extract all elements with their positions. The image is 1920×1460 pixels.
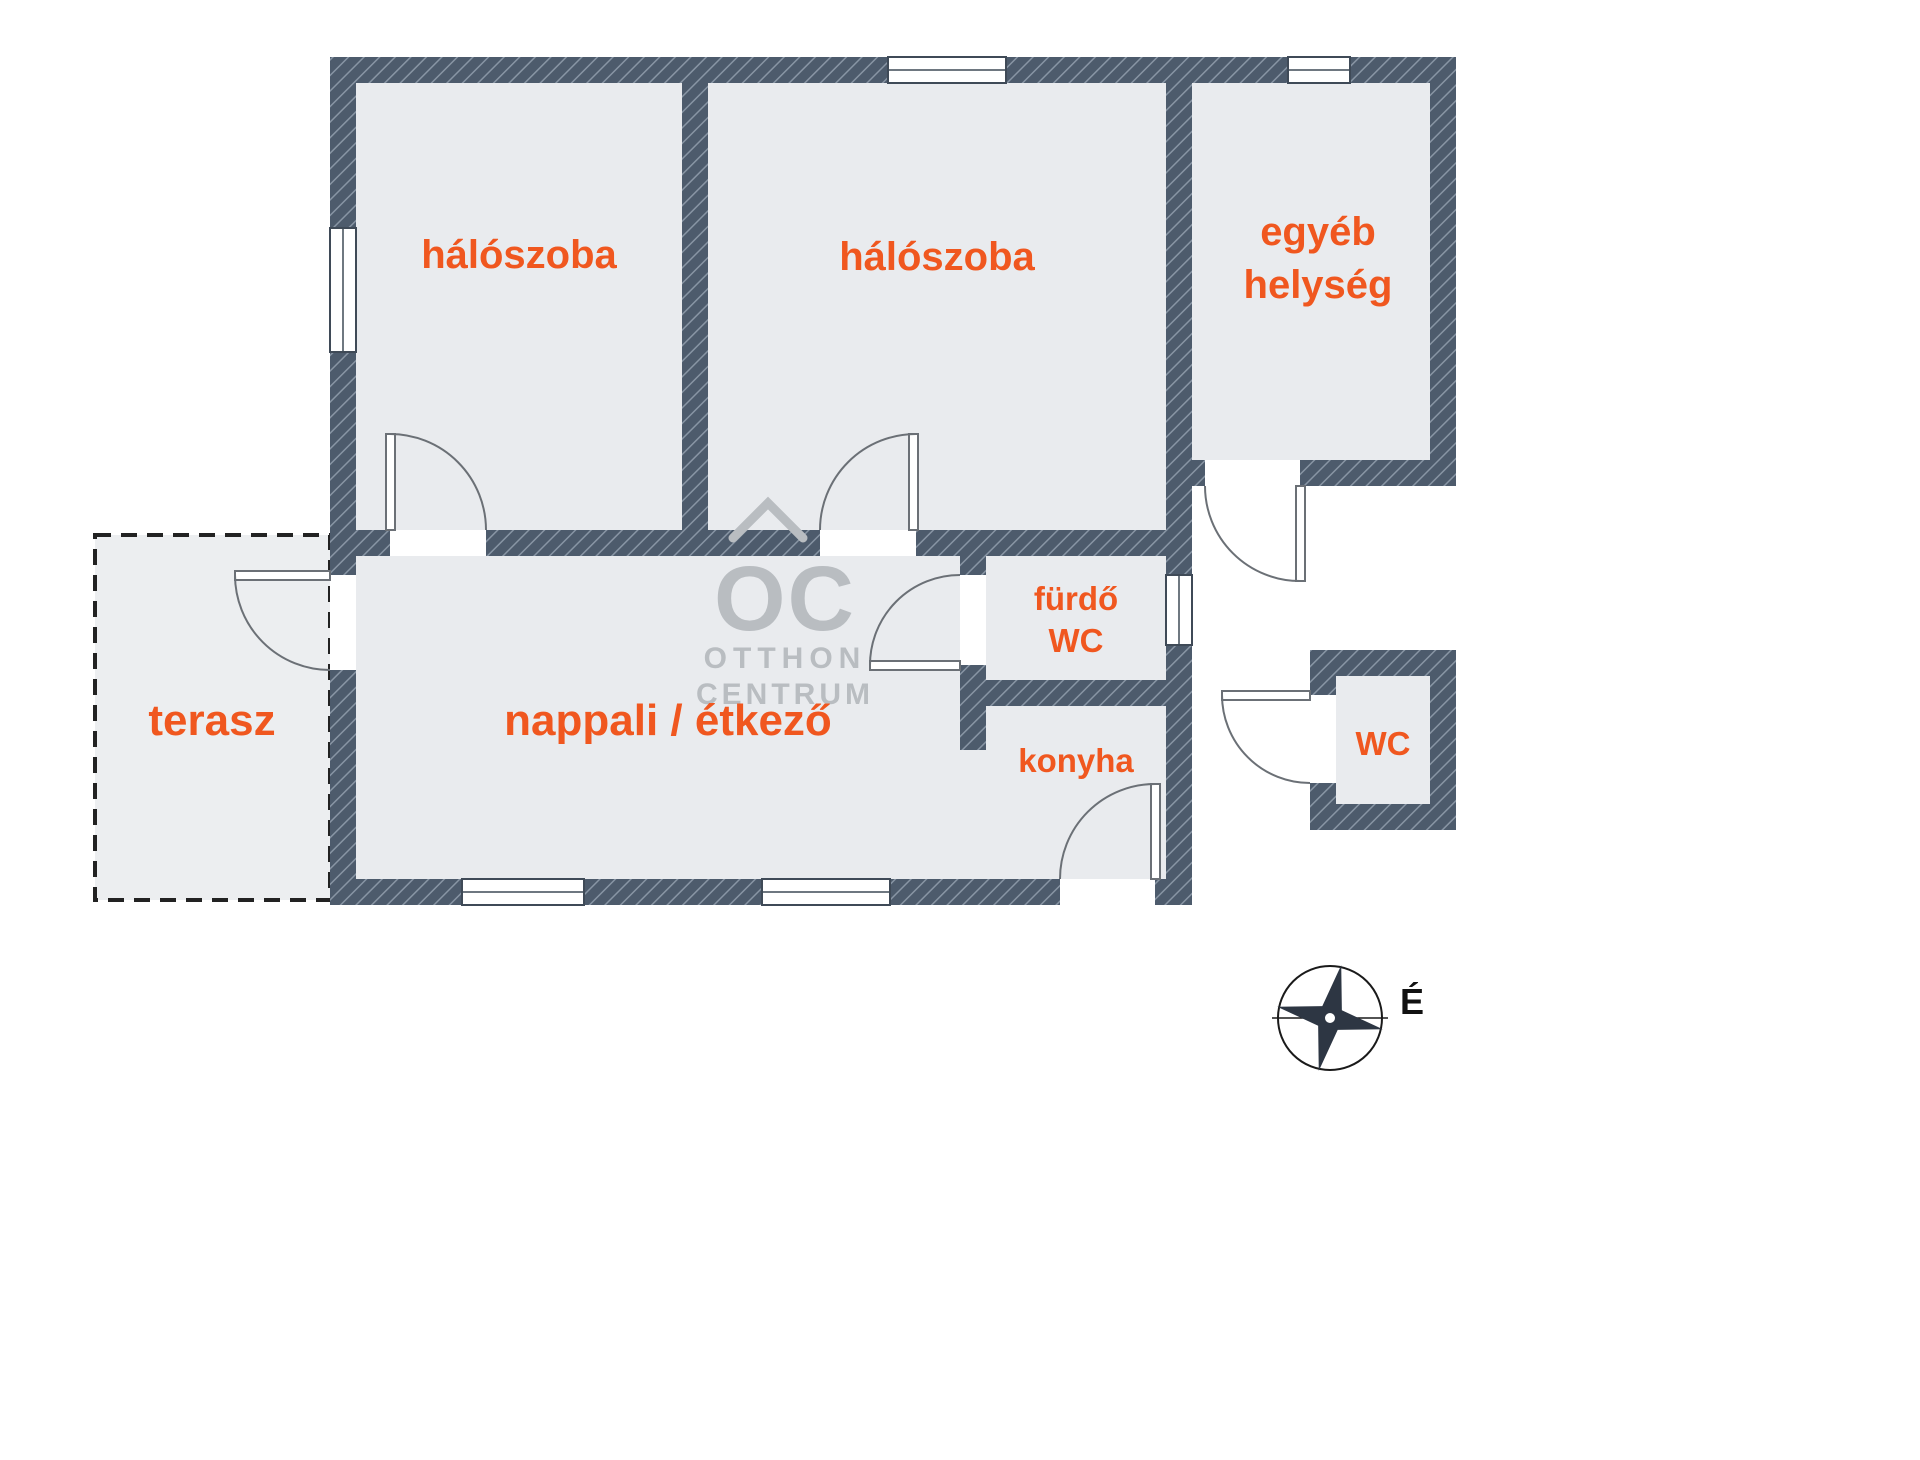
- door-bathroom: [869, 574, 961, 671]
- door-bedroom-1: [385, 433, 487, 531]
- window-bedroom-1: [329, 227, 357, 353]
- label-wc: WC: [1356, 725, 1411, 762]
- door-gap-bathroom: [960, 575, 986, 665]
- room-bathroom: [986, 556, 1166, 680]
- room-floors: [356, 83, 1430, 879]
- logo-line2: CENTRUM: [696, 678, 874, 711]
- north-label: É: [1400, 981, 1424, 1022]
- door-bedroom-2: [819, 433, 919, 531]
- wall-bath-bottom: [960, 680, 1192, 706]
- room-passage: [960, 750, 986, 879]
- door-wc: [1221, 690, 1311, 784]
- window-living-2: [761, 878, 891, 906]
- window-living-1: [461, 878, 585, 906]
- door-gap-bedroom-2: [820, 530, 916, 556]
- label-bedroom-2: hálószoba: [839, 235, 1035, 279]
- door-openings: [330, 460, 1336, 905]
- windows: [329, 56, 1351, 906]
- terrace-area: [93, 533, 332, 902]
- label-terrace: terasz: [148, 696, 275, 745]
- label-bedroom-1: hálószoba: [421, 233, 617, 277]
- door-gap-other: [1205, 460, 1300, 486]
- logo-letters: OC: [714, 548, 856, 650]
- door-gap-kitchen-entry: [1060, 879, 1155, 905]
- wall-wc-right: [1430, 650, 1456, 830]
- watermark: OC OTTHON CENTRUM: [696, 496, 874, 711]
- label-bath-line2: WC: [1049, 622, 1104, 659]
- terrace-outline: [93, 533, 332, 902]
- window-bedroom-2: [887, 56, 1007, 84]
- door-terrace: [234, 570, 331, 671]
- compass-center-dot: [1325, 1013, 1335, 1023]
- room-other: [1192, 83, 1430, 460]
- label-other-line2: helység: [1244, 263, 1393, 307]
- door-kitchen-entry: [1059, 783, 1161, 880]
- room-living-dining: [356, 556, 960, 879]
- compass-circle: [1277, 965, 1383, 1071]
- room-kitchen: [986, 706, 1166, 879]
- room-bedroom-2: [708, 83, 1166, 530]
- wall-left: [330, 57, 356, 905]
- window-other-room: [1287, 56, 1351, 84]
- doors: [234, 433, 1311, 880]
- door-other-room: [1204, 485, 1306, 582]
- logo-roof-icon: [728, 496, 808, 543]
- door-gap-bedroom-1: [390, 530, 486, 556]
- room-wc: [1336, 676, 1430, 804]
- logo-line1: OTTHON: [704, 642, 867, 675]
- room-bedroom-1: [356, 83, 682, 530]
- room-labels: hálószoba hálószoba egyéb helység terasz…: [148, 210, 1410, 779]
- label-living-dining: nappali / étkező: [504, 696, 832, 745]
- door-gap-wc: [1310, 695, 1336, 783]
- door-gap-terrace: [330, 575, 356, 670]
- window-bathroom: [1165, 574, 1193, 646]
- label-kitchen: konyha: [1018, 742, 1134, 779]
- label-other-line1: egyéb: [1260, 210, 1376, 254]
- wall-bedroom-divider: [682, 57, 708, 556]
- compass: É: [1272, 965, 1424, 1071]
- wall-mid-vertical: [1166, 57, 1192, 905]
- label-bath-line1: fürdő: [1034, 580, 1118, 617]
- wall-right-wing: [1430, 57, 1456, 486]
